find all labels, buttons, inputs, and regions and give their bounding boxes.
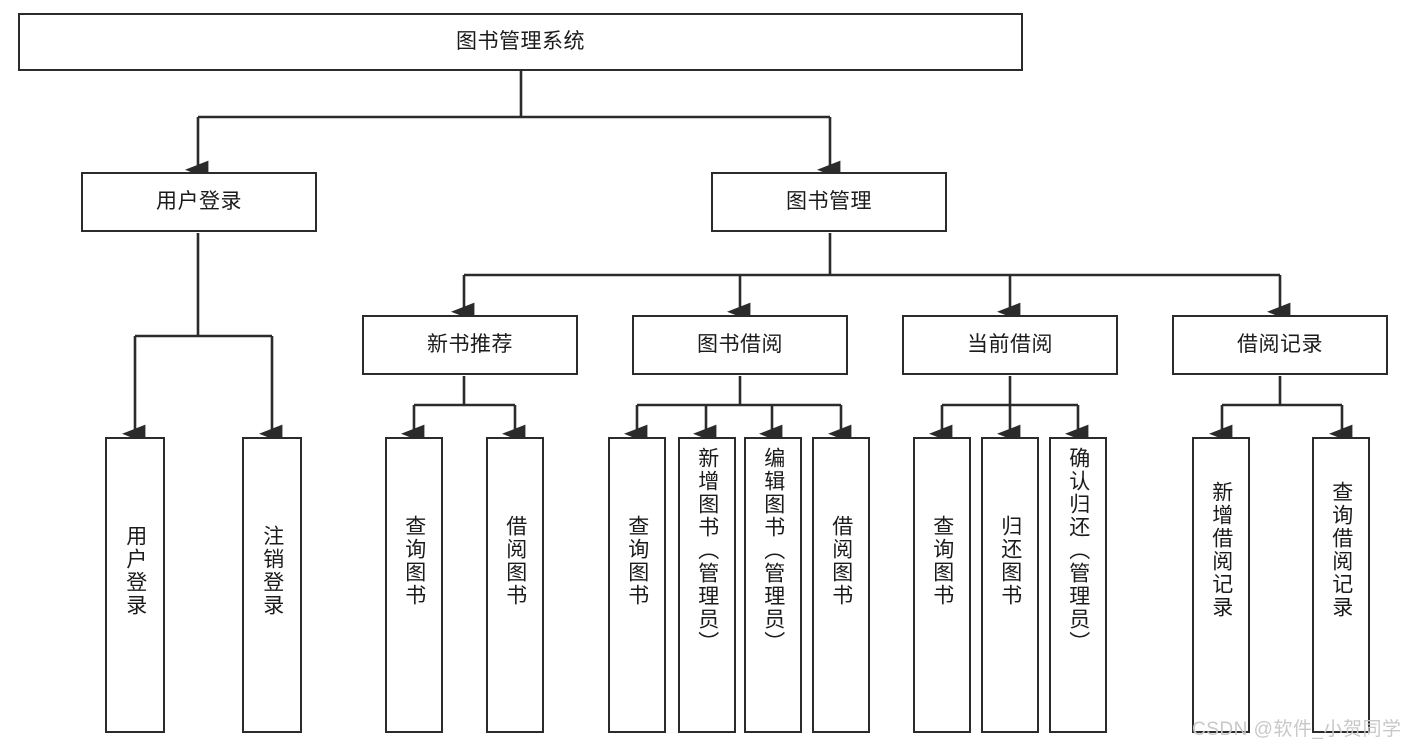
csdn-watermark: CSDN @软件_小贺同学	[1192, 719, 1402, 740]
node-label: 确认归还（管理员）	[1066, 447, 1090, 654]
node-label: 查询借阅记录	[1329, 481, 1353, 619]
node-label: 编辑图书（管理员）	[761, 447, 785, 654]
node-label: 新增图书（管理员）	[695, 447, 719, 654]
node-book-borrowing[interactable]: 图书借阅	[632, 315, 848, 375]
node-leaf-add-borrow-record[interactable]: 新增借阅记录	[1192, 437, 1250, 733]
node-leaf-query-borrow-record[interactable]: 查询借阅记录	[1312, 437, 1370, 733]
node-user-login[interactable]: 用户登录	[81, 172, 317, 232]
node-leaf-confirm-return-admin[interactable]: 确认归还（管理员）	[1049, 437, 1107, 733]
node-label: 注销登录	[260, 525, 284, 617]
node-label: 新增借阅记录	[1209, 481, 1233, 619]
node-label: 归还图书	[998, 515, 1022, 607]
node-label: 查询图书	[930, 515, 954, 607]
node-label: 新书推荐	[427, 333, 513, 357]
node-label: 当前借阅	[967, 333, 1053, 357]
node-label: 图书管理	[786, 190, 872, 214]
node-label: 用户登录	[123, 525, 147, 617]
node-leaf-logout[interactable]: 注销登录	[242, 437, 302, 733]
node-label: 图书管理系统	[456, 30, 585, 54]
node-leaf-edit-book-admin[interactable]: 编辑图书（管理员）	[744, 437, 802, 733]
node-label: 借阅记录	[1237, 333, 1323, 357]
node-borrowing-records[interactable]: 借阅记录	[1172, 315, 1388, 375]
node-label: 借阅图书	[829, 515, 853, 607]
node-leaf-return-books[interactable]: 归还图书	[981, 437, 1039, 733]
node-leaf-query-books-current[interactable]: 查询图书	[913, 437, 971, 733]
node-label: 图书借阅	[697, 333, 783, 357]
node-new-book-recommendation[interactable]: 新书推荐	[362, 315, 578, 375]
node-book-management[interactable]: 图书管理	[711, 172, 947, 232]
node-label: 借阅图书	[503, 515, 527, 607]
node-leaf-query-books-borrow[interactable]: 查询图书	[608, 437, 666, 733]
node-leaf-borrow-books-recommend[interactable]: 借阅图书	[486, 437, 544, 733]
node-leaf-add-book-admin[interactable]: 新增图书（管理员）	[678, 437, 736, 733]
node-label: 用户登录	[156, 190, 242, 214]
node-root-book-management-system[interactable]: 图书管理系统	[18, 13, 1023, 71]
node-label: 查询图书	[402, 515, 426, 607]
node-leaf-user-login[interactable]: 用户登录	[105, 437, 165, 733]
node-leaf-query-books-recommend[interactable]: 查询图书	[385, 437, 443, 733]
node-leaf-borrow-books[interactable]: 借阅图书	[812, 437, 870, 733]
node-current-borrowing[interactable]: 当前借阅	[902, 315, 1118, 375]
node-label: 查询图书	[625, 515, 649, 607]
